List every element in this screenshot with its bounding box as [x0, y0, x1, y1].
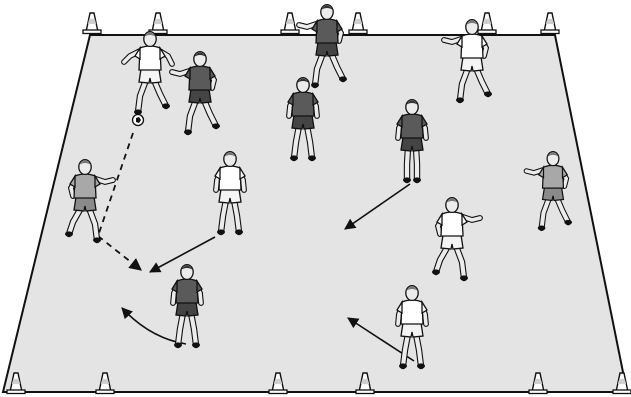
player-boot: [399, 363, 407, 368]
player-shorts: [176, 302, 198, 316]
player-shirt: [461, 34, 483, 58]
player-boot: [134, 109, 142, 114]
player-shirt: [543, 165, 564, 188]
player-shirt: [401, 300, 423, 324]
player-shorts: [139, 69, 161, 83]
player-boot: [538, 226, 546, 231]
player-shirt: [401, 114, 423, 138]
cone: [83, 13, 101, 34]
cone: [478, 13, 496, 34]
player-boot: [212, 123, 220, 128]
player-shirt: [176, 279, 198, 303]
player-boot: [456, 97, 464, 102]
player-boot: [413, 177, 421, 182]
player-boot: [93, 237, 101, 242]
player-leg: [416, 148, 417, 180]
player-shorts: [316, 42, 338, 56]
pitch: [3, 35, 627, 392]
player-boot: [65, 231, 73, 236]
player-boot: [460, 275, 468, 280]
player-shorts: [401, 323, 423, 337]
player-boot: [184, 129, 192, 134]
player-shirt: [316, 19, 338, 43]
player-boot: [162, 103, 170, 108]
player-shirt: [189, 66, 211, 90]
player-boot: [311, 82, 319, 87]
player-boot: [339, 76, 347, 81]
cone: [281, 13, 299, 34]
player-shorts: [461, 57, 483, 71]
player-shorts: [74, 197, 96, 211]
player-shorts: [401, 137, 423, 151]
player-shorts: [219, 189, 241, 203]
player-boot: [290, 155, 298, 160]
player-boot: [484, 91, 492, 96]
player-boot: [308, 155, 316, 160]
player-boot: [174, 342, 182, 347]
cone: [349, 13, 367, 34]
player-boot: [403, 177, 411, 182]
player-boot: [432, 269, 440, 274]
cone: [541, 13, 559, 34]
player-shirt: [74, 174, 96, 198]
player-shirt: [292, 92, 314, 116]
player-boot: [217, 229, 225, 234]
player-boot: [564, 220, 572, 225]
player-boot: [417, 363, 425, 368]
player-shorts: [543, 187, 564, 200]
player-shorts: [189, 89, 211, 103]
player-shirt: [139, 46, 161, 70]
cone: [149, 13, 167, 34]
player-leg: [407, 148, 408, 180]
player-shirt: [441, 212, 463, 236]
player-shorts: [441, 235, 463, 249]
player-shorts: [292, 115, 314, 129]
player-boot: [192, 342, 200, 347]
player-shirt: [219, 166, 241, 190]
player-boot: [235, 229, 243, 234]
